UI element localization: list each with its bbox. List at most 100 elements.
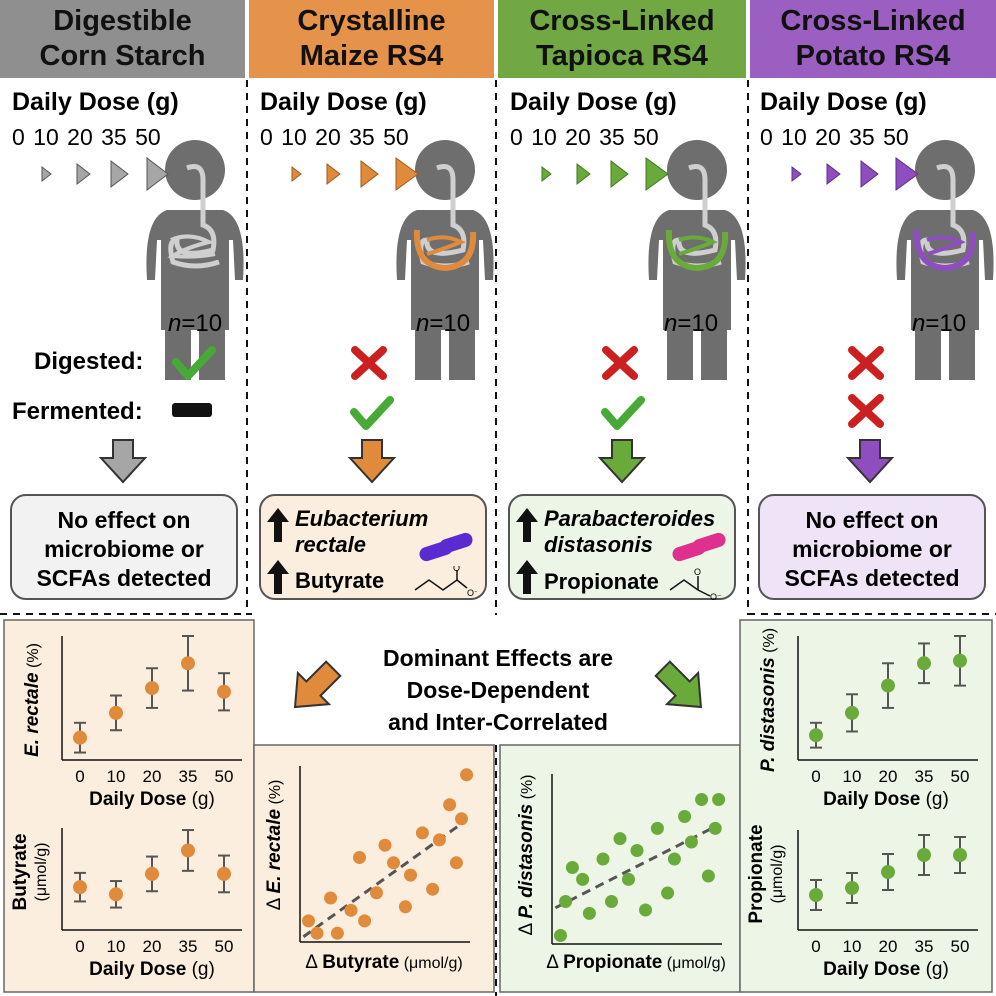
y-axis-label: Δ E. rectale (%) — [264, 780, 285, 911]
data-point — [613, 832, 627, 846]
data-point — [73, 730, 87, 745]
data-point — [387, 856, 400, 870]
data-point — [622, 872, 635, 886]
dose-title: Daily Dose (g) — [510, 88, 677, 116]
x-axis-label: Daily Dose (g) — [823, 959, 949, 980]
data-point — [181, 656, 195, 671]
data-point — [181, 843, 195, 858]
data-point — [565, 861, 579, 874]
up-arrow-icon — [516, 508, 538, 542]
delta-symbol: Δ — [264, 893, 285, 910]
data-point — [378, 838, 392, 852]
tick-label: 50 — [951, 767, 970, 786]
data-point — [667, 852, 681, 866]
data-point — [145, 866, 159, 881]
data-point — [845, 705, 859, 720]
y-axis-label: Butyrate — [10, 833, 31, 910]
header-line-1: Cross-Linked — [529, 5, 715, 37]
outcome-box-corn: No effect on microbiome or SCFAs detecte… — [10, 494, 238, 600]
delta-symbol: Δ — [546, 952, 563, 973]
y-axis-label: Propionate — [746, 824, 767, 923]
data-point — [953, 848, 967, 862]
data-point — [145, 681, 159, 696]
diagonal-arrow-green — [654, 660, 703, 709]
x-mark-icon — [848, 346, 884, 380]
x-axis-unit: (g) — [920, 959, 949, 980]
data-point — [684, 835, 698, 849]
bacteria-icon — [672, 532, 726, 562]
tick-label: 35 — [915, 937, 934, 956]
y-axis-label-italic: P. distasonis — [516, 804, 537, 919]
tick-label: 50 — [951, 937, 970, 956]
down-arrow-icon — [597, 439, 647, 484]
data-point — [708, 821, 722, 835]
box-line: No effect on — [805, 507, 939, 533]
tick-label: 0 — [811, 767, 820, 786]
data-point — [415, 826, 429, 840]
header-line-1: Digestible — [53, 5, 192, 37]
carboxylate-structure-icon: O O⁻ — [414, 566, 477, 598]
data-point — [370, 886, 383, 900]
down-arrow-icon — [98, 439, 148, 484]
data-point — [449, 856, 463, 870]
data-point — [576, 872, 590, 886]
sample-size: n=10 — [168, 310, 223, 337]
data-point — [353, 851, 366, 865]
x-axis-label: Δ Propionate (μmol/g) — [546, 952, 726, 973]
data-point — [712, 793, 726, 806]
y-axis-unit: (%) — [519, 774, 536, 803]
y-axis-unit: (%) — [761, 628, 778, 657]
checkmark-icon — [350, 396, 394, 430]
delta-symbol: Δ — [305, 952, 322, 973]
dose-title: Daily Dose (g) — [260, 88, 427, 116]
metabolite-name: Propionate — [544, 569, 659, 594]
svg-text:O: O — [694, 567, 701, 577]
y-axis-label-italic: E. rectale — [264, 809, 285, 894]
summary-line: and Inter-Correlated — [388, 709, 608, 735]
box-line: No effect on — [57, 507, 191, 533]
y-axis-label: P. distasonis (%) — [758, 628, 779, 772]
header-line-2: Tapioca RS4 — [536, 40, 708, 72]
x-mark-icon — [602, 346, 638, 380]
human-gut-icon — [896, 140, 994, 380]
dose-triangles-green — [541, 157, 669, 191]
x-axis-label: Δ Butyrate (μmol/g) — [305, 952, 462, 973]
data-point — [330, 926, 344, 940]
tick-label: 20 — [879, 937, 898, 956]
summary-line: Dose-Dependent — [406, 677, 590, 703]
data-point — [695, 793, 709, 806]
data-point — [73, 880, 87, 895]
tick-label: 35 — [179, 937, 198, 956]
dose-values: 0 10 20 35 50 — [510, 124, 659, 150]
tick-label: 0 — [75, 767, 84, 786]
box-line: SCFAs detected — [36, 565, 212, 591]
box-line: SCFAs detected — [784, 565, 960, 591]
y-axis-label: E. rectale (%) — [22, 643, 43, 757]
data-point — [917, 848, 931, 862]
data-point — [432, 833, 446, 847]
tick-label: 0 — [75, 937, 84, 956]
tick-label: 10 — [107, 767, 126, 786]
outcome-box-potato: No effect on microbiome or SCFAs detecte… — [758, 494, 986, 600]
data-point — [630, 844, 644, 857]
digested-label: Digested: — [34, 348, 144, 375]
down-arrow-icon — [845, 439, 895, 484]
carboxylate-structure-icon: O O⁻ — [669, 567, 722, 600]
data-point — [554, 929, 567, 942]
x-axis-label: Daily Dose (g) — [89, 789, 215, 810]
x-mark-icon — [351, 346, 387, 380]
x-mark-icon — [848, 394, 884, 428]
header-line-2: Maize RS4 — [299, 40, 444, 72]
header-line-1: Crystalline — [297, 5, 446, 37]
data-point — [845, 881, 859, 895]
y-axis-label: Δ P. distasonis (%) — [516, 774, 537, 935]
y-axis-unit: (%) — [25, 643, 42, 672]
